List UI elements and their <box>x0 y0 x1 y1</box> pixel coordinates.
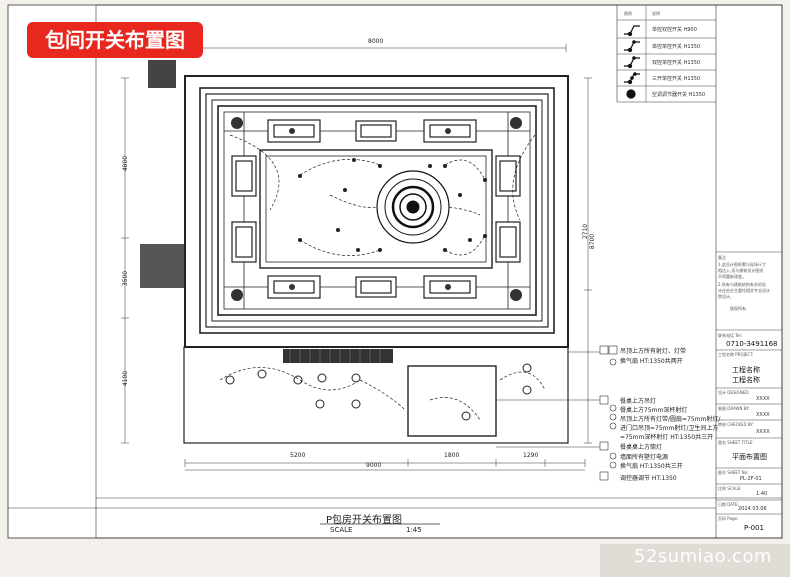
callout-bottom-6: 餐桌桌上方筒灯 <box>620 444 663 451</box>
legend-grid <box>617 5 716 102</box>
legend-row-4: 三开单控开关 H1350 <box>652 76 701 82</box>
project-label: 工程名称 PROJECT: <box>718 352 754 357</box>
dimension-left-mid: 3500 <box>122 270 130 287</box>
drawn-label: 制图 DRAWN BY: <box>718 406 750 411</box>
project-line-1: 工程名称 <box>732 366 760 374</box>
callout-top-1: 吊顶上方所有射灯、灯带 <box>620 348 687 355</box>
phone-value: 0710-3491168 <box>726 340 778 348</box>
dimension-left-upper: 4800 <box>122 155 130 172</box>
dimension-bottom-d: 1290 <box>523 452 539 459</box>
ceiling-frames <box>199 87 555 334</box>
notes-label: 备注 <box>718 255 726 260</box>
scale-label: 比例 SCALE: <box>718 486 742 491</box>
page-value: P-001 <box>744 524 764 532</box>
dimension-right-mid: 8700 <box>589 233 597 250</box>
sheet-no-value: PL-2F-01 <box>740 476 762 482</box>
note-line-7: 版权所有 <box>730 306 746 311</box>
drawn-value: XXXX <box>756 412 770 418</box>
sheet-no-label: 图号 SHEET No: <box>718 470 749 475</box>
checked-value: XXXX <box>756 429 770 435</box>
phone-label: 联系电话 Tel: <box>718 333 742 338</box>
callout-bottom-1: 餐桌上方吊灯 <box>620 398 657 405</box>
sheet-title-value: 平面布置图 <box>732 453 767 461</box>
scale-value: 1:40 <box>756 491 768 497</box>
designer-value: XXXX <box>756 396 770 402</box>
dimension-lines <box>121 44 592 471</box>
legend-row-2: 单控单控开关 H1350 <box>652 44 701 50</box>
callout-bottom-7: 墙面所有壁灯电源 <box>620 454 669 461</box>
legend-header-symbol: 图例 <box>624 11 632 16</box>
callout-bottom-8: 换气扇 HT:1350共三开 <box>620 463 683 470</box>
note-line-1: 1.此设计图纸需与现场尺寸 <box>718 262 766 267</box>
page-label: 页码 Page: <box>718 516 739 521</box>
wiring-lines <box>219 134 546 421</box>
dimension-bottom-b: 9000 <box>366 462 382 469</box>
legend-icons <box>624 25 640 99</box>
designer-label: 设计 DESIGNED: <box>718 390 750 395</box>
note-line-4: 2.所有与建筑结构有关的设 <box>718 282 766 287</box>
dimension-bottom-a: 5200 <box>290 452 306 459</box>
callout-bottom-5: =75mm深杯射灯 HT:1350共三开 <box>620 434 714 441</box>
checked-label: 审核 CHECKED BY: <box>718 422 754 427</box>
callout-bottom-4: 进门口吊顶=75mm射灯/卫生间上方 <box>620 425 719 432</box>
callout-bottom-9: 调控器调节 HT:1350 <box>620 475 677 482</box>
sheet-title-label: 图名 SHEET TITLE: <box>718 440 754 445</box>
page-title-badge: 包间开关布置图 <box>27 22 203 58</box>
dimension-left-lower: 4100 <box>122 370 130 387</box>
note-line-5: 计应由业主委托相关专业设计 <box>718 288 770 293</box>
callout-bottom-2: 餐桌上方75mm深杯射灯 <box>620 407 688 414</box>
date-label: 日期 DATE: <box>718 502 740 507</box>
watermark: 52sumiao.com <box>633 546 772 567</box>
legend-header-desc: 说明 <box>652 11 660 16</box>
note-line-2: 相达入,须与建筑设计图纸 <box>718 268 764 273</box>
drawing-scale-value: 1:45 <box>406 526 422 534</box>
dimension-right-upper: 2710 <box>582 223 590 240</box>
callout-top-2: 换气扇 HT:1350共两开 <box>620 358 683 365</box>
dimension-top: 8000 <box>368 38 384 45</box>
note-line-6: 院设计。 <box>718 294 734 299</box>
drawing-scale-label: SCALE <box>330 526 353 534</box>
date-value: 2014.03.06 <box>738 506 767 512</box>
legend-row-5: 空调调节器开关 H1350 <box>652 92 706 98</box>
dimension-bottom-c: 1800 <box>444 452 460 459</box>
note-line-3: 不再重新改变。 <box>718 274 746 279</box>
callout-bottom-3: 吊顶上方所有灯带/圆扇=75mm射灯/ <box>620 416 721 423</box>
drawing-title: P包房开关布置图 <box>326 515 403 526</box>
project-line-2: 工程名称 <box>732 376 760 384</box>
legend-row-3: 双控单控开关 H1350 <box>652 60 701 66</box>
legend-row-1: 单控双控开关 H900 <box>652 27 697 33</box>
